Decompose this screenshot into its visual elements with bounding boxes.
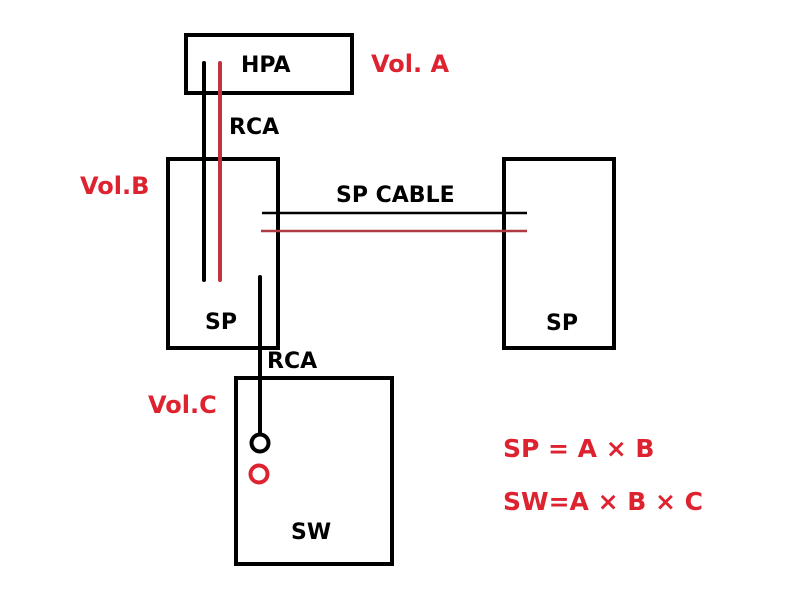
rca-bottom-label: RCA	[267, 349, 318, 374]
sp-right-label: SP	[546, 311, 578, 336]
sp-left-box	[166, 157, 280, 350]
hpa-box	[184, 33, 354, 95]
sp-left-label: SP	[205, 310, 237, 335]
sp-right-box	[502, 157, 616, 350]
sw-label: SW	[291, 520, 332, 545]
sw-red-terminal-icon	[248, 463, 270, 485]
hpa-label: HPA	[241, 53, 291, 78]
sp-cable-label: SP CABLE	[336, 183, 455, 208]
sw-formula: SW=A × B × C	[503, 487, 703, 516]
vol-c-label: Vol.C	[148, 391, 217, 419]
sw-box	[234, 376, 394, 566]
vol-b-label: Vol.B	[80, 172, 150, 200]
rca-top-label: RCA	[229, 115, 280, 140]
vol-a-label: Vol. A	[371, 50, 450, 78]
sw-black-terminal-icon	[249, 432, 271, 454]
sp-formula: SP = A × B	[503, 434, 655, 463]
